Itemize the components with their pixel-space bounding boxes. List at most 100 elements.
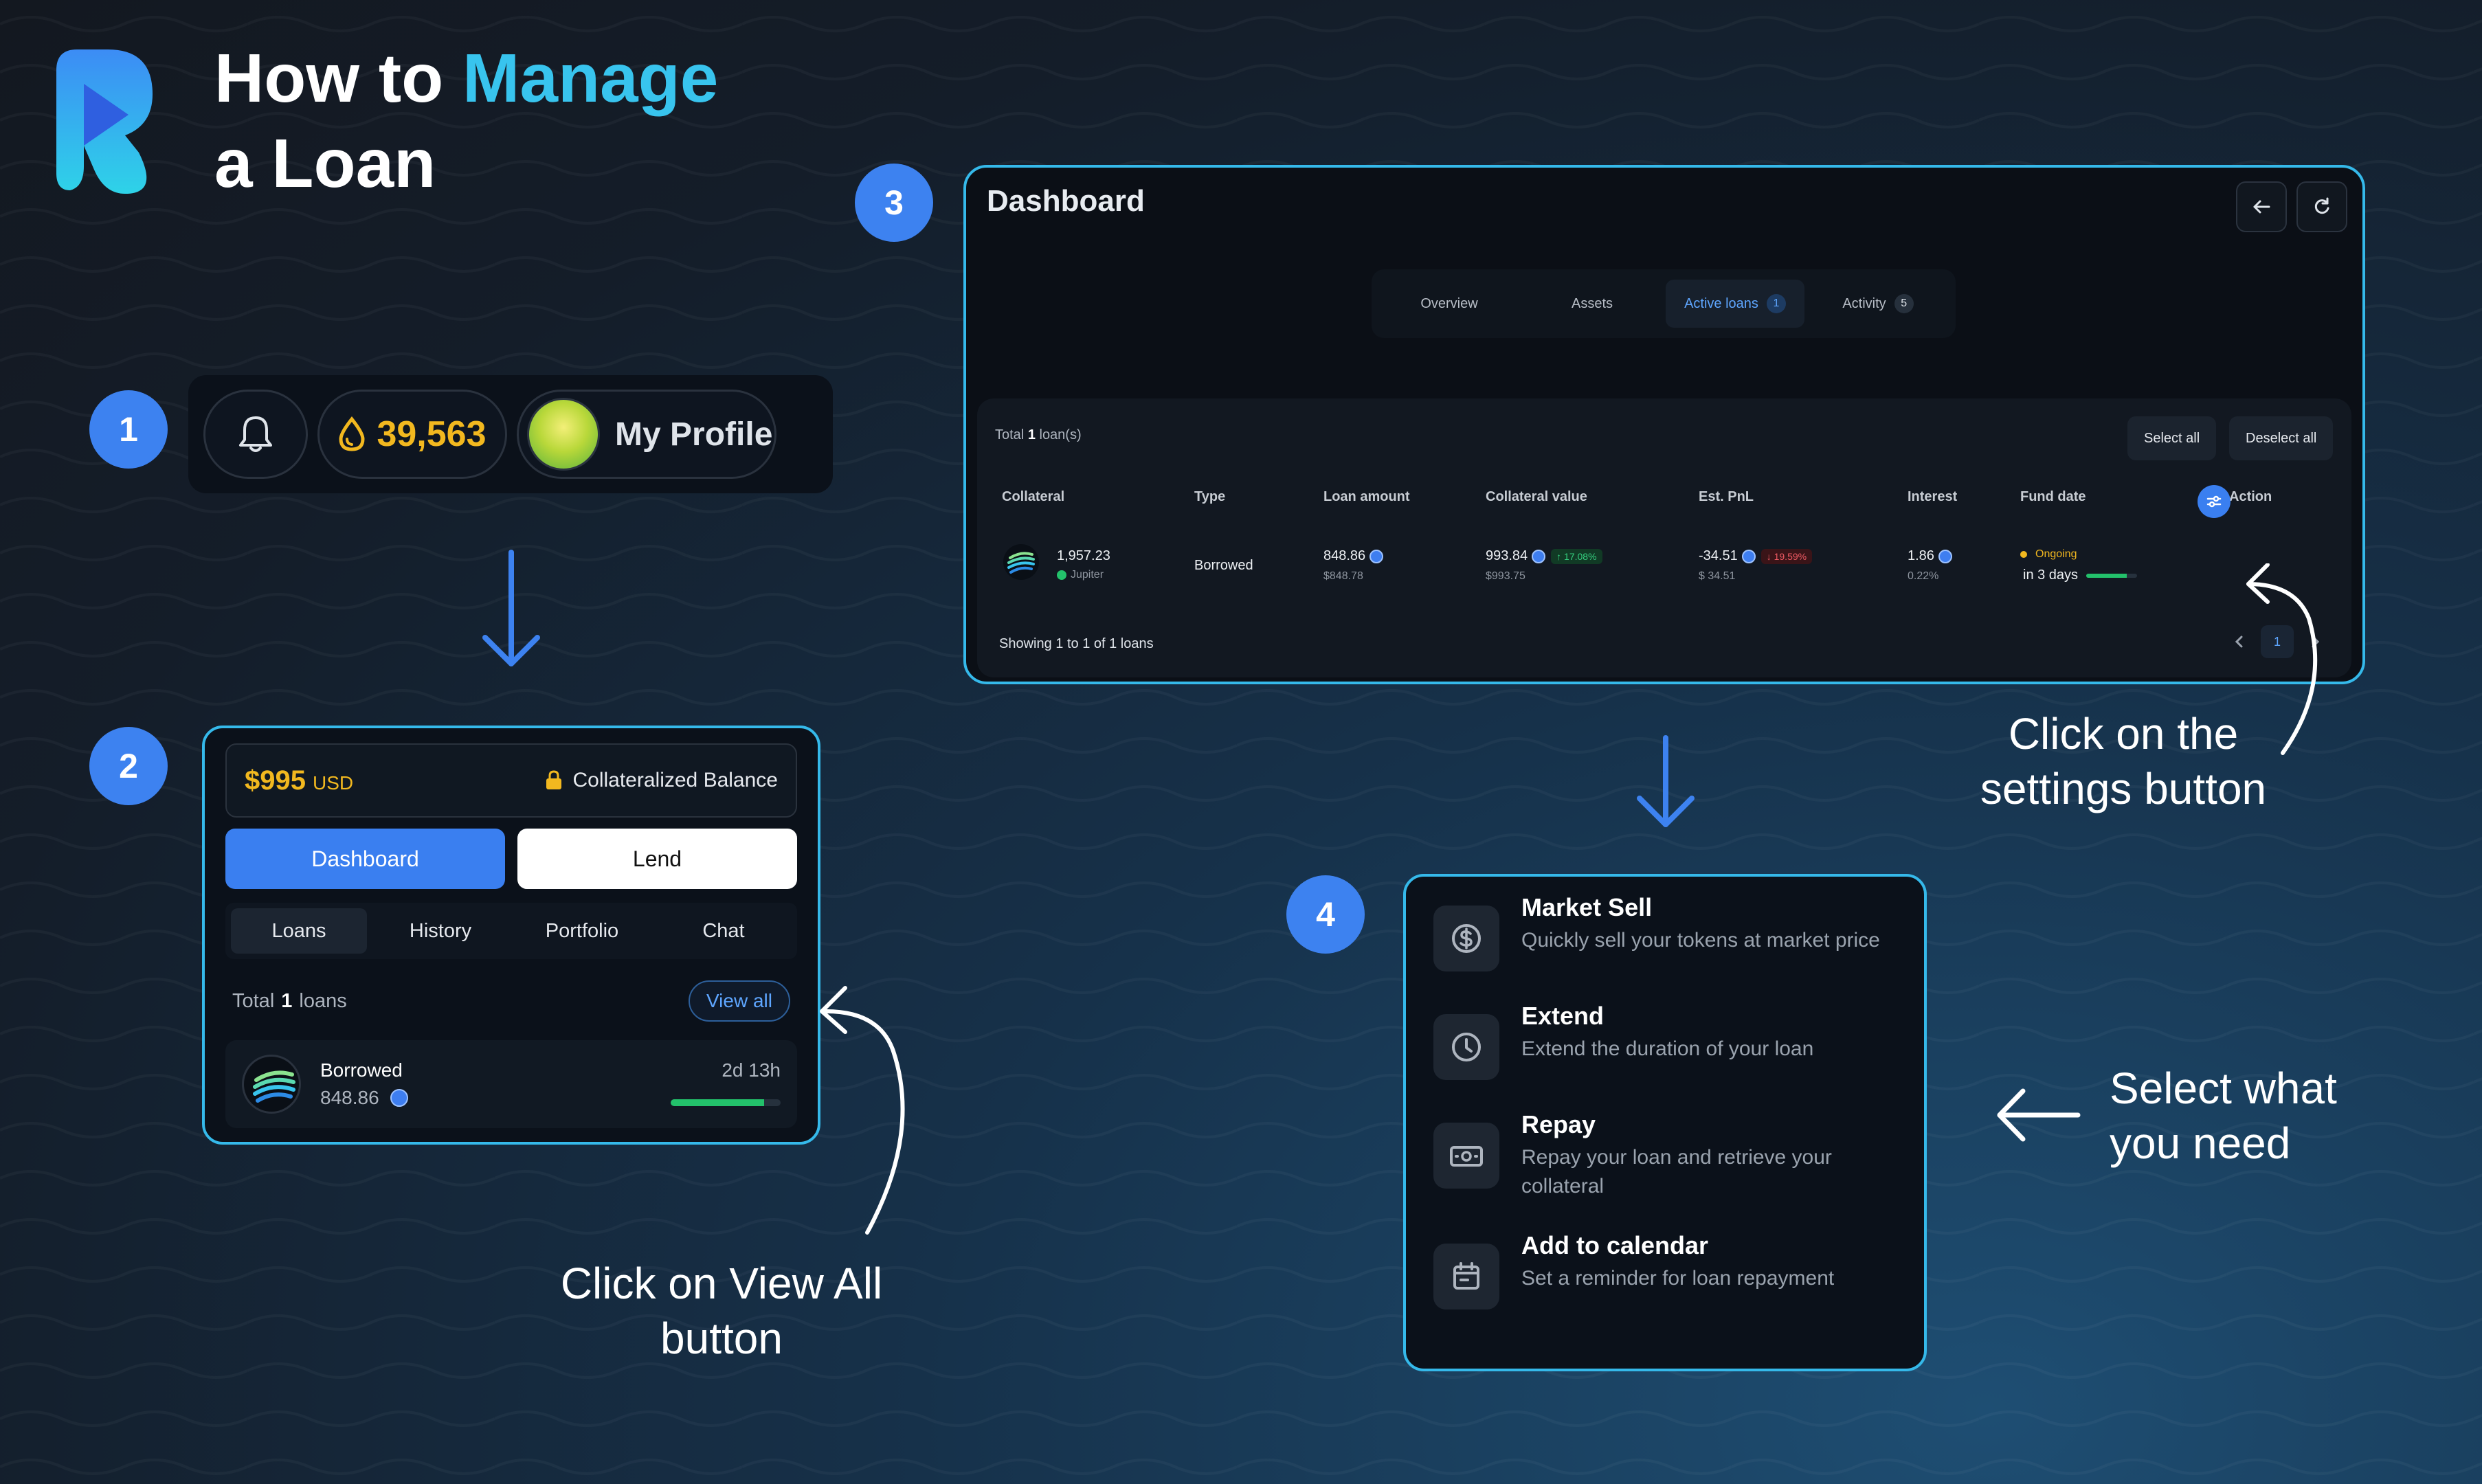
clock-icon [1433, 1014, 1499, 1080]
caption-select: Select what you need [2110, 1061, 2398, 1171]
loan-type: Borrowed [1194, 558, 1253, 573]
menu-item-desc: Extend the duration of your loan [1521, 1037, 1814, 1060]
settings-button[interactable] [2198, 485, 2231, 518]
loan-actions-menu: Market Sell Quickly sell your tokens at … [1403, 874, 1927, 1371]
column-header: Est. PnL [1699, 489, 1754, 504]
tab-count-badge: 1 [1766, 294, 1786, 313]
caption-select-line1: Select what [2110, 1064, 2337, 1113]
usdc-icon [1741, 549, 1756, 563]
loan-progress-fill [671, 1099, 764, 1106]
tab-overview[interactable]: Overview [1380, 280, 1519, 328]
table-total-count: 1 [1027, 427, 1036, 442]
collateral-value: 993.84↑ 17.08% [1486, 548, 1602, 564]
fund-progress [2086, 573, 2138, 578]
view-all-button[interactable]: View all [689, 980, 790, 1022]
total-unit: loans [299, 989, 347, 1012]
brand-logo [56, 49, 153, 194]
column-header: Loan amount [1323, 489, 1410, 504]
table-total-suffix: loan(s) [1035, 427, 1082, 442]
step-badge-1: 1 [89, 390, 168, 469]
curved-arrow-icon [820, 986, 905, 1235]
tab-assets-label: Assets [1571, 295, 1613, 311]
check-icon [1057, 570, 1066, 580]
loan-progress [671, 1099, 781, 1106]
tab-overview-label: Overview [1420, 295, 1478, 311]
collateral-name: Jupiter [1057, 569, 1104, 581]
arrow-left-icon [2253, 200, 2270, 214]
loan-amount-row: 848.86 [320, 1087, 408, 1109]
lock-icon [546, 770, 562, 789]
step-badge-2: 2 [89, 727, 168, 805]
tab-portfolio[interactable]: Portfolio [545, 919, 619, 942]
caption-select-line2: you need [2110, 1118, 2291, 1168]
tab-activity[interactable]: Activity 5 [1809, 280, 1947, 328]
column-header: Action [2229, 489, 2272, 504]
title-prefix: How to [214, 40, 463, 117]
column-header: Fund date [2020, 489, 2086, 504]
jupiter-coin-icon [1003, 544, 1039, 580]
collateral-label: Collateralized Balance [545, 769, 778, 792]
usdc-icon [390, 1089, 408, 1107]
total-count: 1 [281, 989, 293, 1012]
profile-label: My Profile [615, 416, 773, 453]
loan-amount: 848.86 [1323, 548, 1384, 564]
change-badge-down: ↓ 19.59% [1760, 548, 1813, 564]
tab-history[interactable]: History [409, 919, 472, 942]
notifications-button[interactable] [203, 390, 308, 479]
step-badge-3: 3 [855, 164, 933, 242]
table-total-prefix: Total [995, 427, 1028, 442]
my-profile-button[interactable]: My Profile [517, 390, 776, 479]
balance-amount: $995 [245, 765, 306, 796]
menu-item-desc: Set a reminder for loan repayment [1521, 1267, 1835, 1290]
menu-item-desc: Quickly sell your tokens at market price [1521, 929, 1880, 952]
prev-page-button[interactable] [2222, 625, 2255, 658]
tab-assets[interactable]: Assets [1523, 280, 1662, 328]
dashboard-button[interactable]: Dashboard [225, 829, 505, 889]
jupiter-coin-icon [242, 1055, 301, 1114]
tab-chat[interactable]: Chat [702, 919, 745, 942]
menu-item-title: Market Sell [1521, 893, 1653, 921]
list-item[interactable]: Borrowed 848.86 2d 13h [225, 1040, 797, 1128]
select-all-button[interactable]: Select all [2127, 416, 2217, 460]
menu-item-title: Add to calendar [1521, 1231, 1709, 1259]
collateral-value-usd: $993.75 [1486, 570, 1525, 582]
sliders-icon [2206, 495, 2222, 508]
tab-loans[interactable]: Loans [231, 908, 367, 954]
menu-item-repay[interactable]: Repay Repay your loan and retrieve your … [1433, 1110, 1899, 1201]
refresh-button[interactable] [2296, 181, 2347, 232]
title-highlight: Manage [462, 40, 719, 117]
page-button[interactable]: 1 [2261, 625, 2294, 658]
curved-arrow-icon [2246, 563, 2318, 755]
points-button[interactable]: 39,563 [317, 390, 507, 479]
fund-progress-fill [2086, 573, 2127, 578]
collateral-amount: 1,957.23 [1057, 548, 1110, 563]
column-header: Collateral value [1486, 489, 1587, 504]
refresh-icon [2314, 197, 2329, 214]
interest: 1.86 [1908, 548, 1952, 564]
tab-count-badge: 5 [1894, 294, 1914, 313]
column-header: Type [1194, 489, 1226, 504]
back-button[interactable] [2236, 181, 2287, 232]
arrow-left-icon [1997, 1088, 2081, 1142]
arrow-down-icon [1637, 735, 1695, 827]
wallet-card: $995 USD Collateralized Balance Dashboard… [202, 726, 820, 1145]
page-title: How to Manage a Loan [214, 36, 718, 206]
deselect-all-button[interactable]: Deselect all [2229, 416, 2334, 460]
menu-item-add-to-calendar[interactable]: Add to calendar Set a reminder for loan … [1433, 1231, 1899, 1309]
balance-currency: USD [312, 772, 354, 794]
loan-amount: 848.86 [320, 1087, 379, 1108]
tab-activity-label: Activity [1842, 295, 1886, 311]
menu-item-market-sell[interactable]: Market Sell Quickly sell your tokens at … [1433, 893, 1899, 971]
lend-button[interactable]: Lend [517, 829, 797, 889]
menu-item-extend[interactable]: Extend Extend the duration of your loan [1433, 1002, 1899, 1080]
cash-icon [1433, 1123, 1499, 1189]
loan-time: 2d 13h [722, 1059, 781, 1081]
fund-date-text: in 3 days [2023, 567, 2079, 583]
bell-icon [239, 416, 272, 452]
step-badge-4: 4 [1286, 875, 1365, 954]
loan-amount-usd: $848.78 [1323, 570, 1363, 582]
caption-settings-line2: settings button [1980, 764, 2267, 813]
